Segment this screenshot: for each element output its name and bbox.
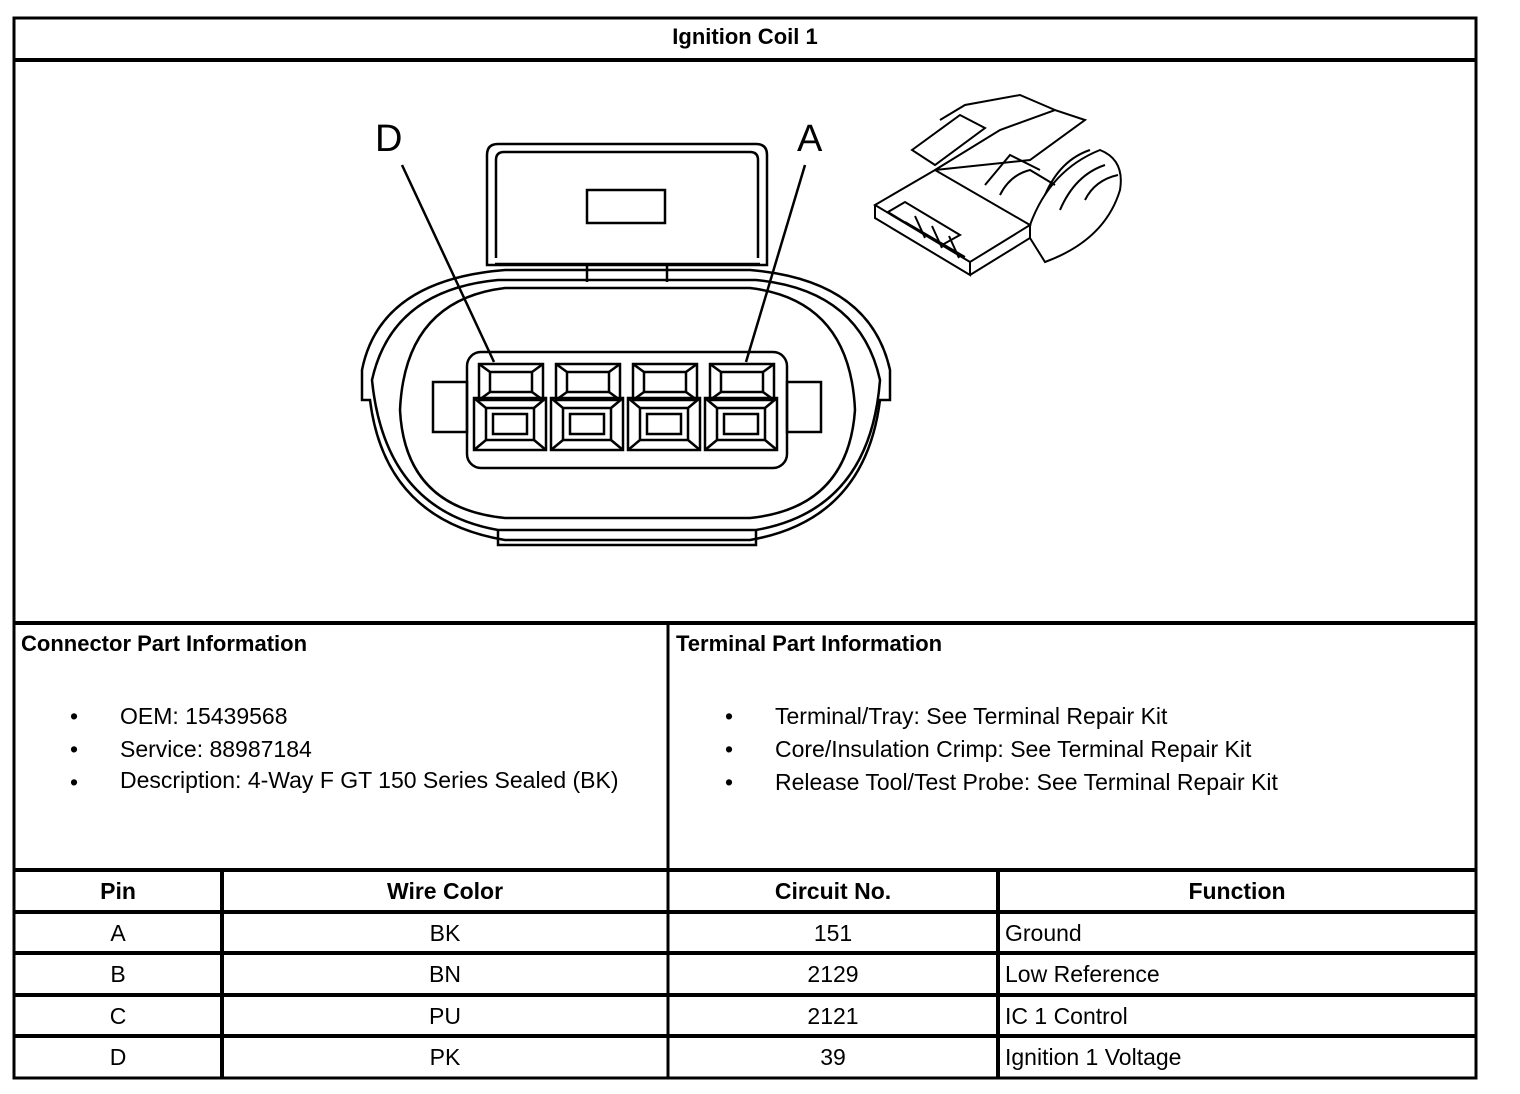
terminal-info-list: • Terminal/Tray: See Terminal Repair Kit… [725,700,1465,799]
connector-service: Service: 88987184 [120,736,312,762]
terminal-release-tool: Release Tool/Test Probe: See Terminal Re… [775,769,1278,795]
terminal-crimp: Core/Insulation Crimp: See Terminal Repa… [775,736,1252,762]
cell-function: Low Reference [1005,961,1160,987]
connector-oem: OEM: 15439568 [120,703,288,729]
pin-leader-lines [400,164,807,363]
cell-circuit: 2121 [807,1003,859,1029]
list-item: • OEM: 15439568 [70,700,650,733]
connector-face-drawing [360,142,892,547]
terminal-tray: Terminal/Tray: See Terminal Repair Kit [775,703,1168,729]
connector-isometric-drawing [873,93,1122,277]
terminal-info-heading: Terminal Part Information [676,631,943,656]
cell-function: Ground [1005,920,1082,946]
cell-wire-color: PK [429,1044,461,1070]
cell-wire-color: PU [429,1003,461,1029]
table-header-wire-color: Wire Color [386,878,504,904]
list-item: • Terminal/Tray: See Terminal Repair Kit [725,700,1465,733]
list-item: • Release Tool/Test Probe: See Terminal … [725,766,1465,799]
cell-pin: D [109,1044,127,1070]
connector-info-list: • OEM: 15439568 • Service: 88987184 • De… [70,700,650,795]
cell-circuit: 2129 [807,961,859,987]
cell-function: Ignition 1 Voltage [1005,1044,1182,1070]
list-item: • Service: 88987184 [70,733,650,766]
pin-cavities [472,362,779,452]
bullet-icon: • [70,769,79,795]
cell-pin: B [110,961,126,987]
list-item: • Description: 4-Way F GT 150 Series Sea… [70,766,650,795]
outer-border [12,16,1478,1080]
cell-function: IC 1 Control [1005,1003,1128,1029]
pin-label-a: A [797,118,823,160]
bullet-icon: • [70,703,79,729]
bullet-icon: • [725,703,734,729]
diagram-title: Ignition Coil 1 [672,24,818,49]
bullet-icon: • [725,769,734,795]
table-header-function: Function [1188,878,1286,904]
connector-description: Description: 4-Way F GT 150 Series Seale… [120,767,619,793]
connector-info-heading: Connector Part Information [21,631,308,656]
cell-pin: C [109,1003,127,1029]
bullet-icon: • [725,736,734,762]
leader-line-a [744,164,807,363]
cell-pin: A [110,920,126,946]
cell-wire-color: BK [429,920,461,946]
pin-label-d: D [375,118,403,160]
list-item: • Core/Insulation Crimp: See Terminal Re… [725,733,1465,766]
cell-circuit: 39 [820,1044,846,1070]
leader-line-d [400,164,496,363]
bullet-icon: • [70,736,79,762]
cell-wire-color: BN [429,961,461,987]
table-header-pin: Pin [100,878,136,904]
cell-circuit: 151 [813,920,853,946]
table-header-circuit: Circuit No. [774,878,892,904]
